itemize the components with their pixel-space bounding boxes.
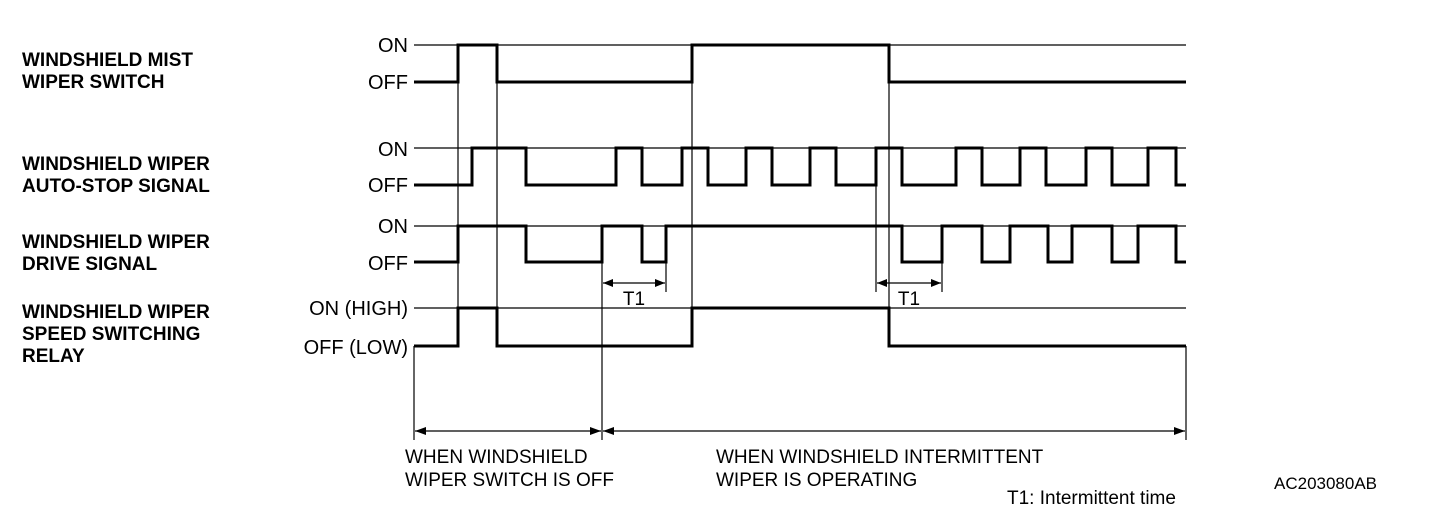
drive-signal-waveform xyxy=(414,224,1186,264)
phase-arrows xyxy=(415,427,1185,435)
relay-label-line3: RELAY xyxy=(22,346,85,367)
mist-switch-label-line1: WINDSHIELD MIST xyxy=(22,50,193,71)
relay-off-label: OFF (LOW) xyxy=(304,337,408,359)
t1-arrow-1-head-right xyxy=(655,279,665,287)
phase-1-arrow-head-left xyxy=(415,427,426,435)
t1-label-1: T1 xyxy=(623,289,645,310)
phase-2-arrow-head-left xyxy=(603,427,614,435)
t1-arrow-1: T1 xyxy=(603,279,665,310)
relay-label-line1: WINDSHIELD WIPER xyxy=(22,302,210,323)
waveforms xyxy=(414,43,1186,348)
drive-signal-off-label: OFF xyxy=(368,253,408,275)
auto-stop-waveform xyxy=(414,146,1186,187)
drive-signal-label-line1: WINDSHIELD WIPER xyxy=(22,232,210,253)
t1-legend: T1: Intermittent time xyxy=(1007,488,1176,509)
phase-2-arrow-head-right xyxy=(1174,427,1185,435)
t1-arrow-2: T1 xyxy=(877,279,941,310)
phase-2-caption-line2: WIPER IS OPERATING xyxy=(716,470,917,491)
t1-arrow-2-head-left xyxy=(877,279,887,287)
t1-label-2: T1 xyxy=(898,289,920,310)
relay-on-label: ON (HIGH) xyxy=(309,298,408,320)
drive-signal-on-label: ON xyxy=(378,216,408,238)
phase-1-caption-line1: WHEN WINDSHIELD xyxy=(405,447,588,468)
on-reference-lines xyxy=(414,44,1186,309)
drive-signal-label-line2: DRIVE SIGNAL xyxy=(22,254,158,275)
level-labels: ON OFF ON OFF ON OFF ON (HIGH) OFF (LOW) xyxy=(304,35,408,359)
auto-stop-label-line1: WINDSHIELD WIPER xyxy=(22,154,210,175)
phase-1-arrow-head-right xyxy=(590,427,601,435)
phase-1-caption-line2: WIPER SWITCH IS OFF xyxy=(405,470,614,491)
phase-captions: WHEN WINDSHIELD WIPER SWITCH IS OFF WHEN… xyxy=(405,447,1044,491)
t1-arrow-1-head-left xyxy=(603,279,613,287)
signal-labels: WINDSHIELD MIST WIPER SWITCH WINDSHIELD … xyxy=(22,50,210,367)
figure-id: AC203080AB xyxy=(1274,474,1377,493)
relay-waveform xyxy=(414,306,1186,348)
mist-switch-waveform xyxy=(414,43,1186,84)
phase-2-caption-line1: WHEN WINDSHIELD INTERMITTENT xyxy=(716,447,1044,468)
mist-switch-label-line2: WIPER SWITCH xyxy=(22,72,165,93)
mist-switch-on-label: ON xyxy=(378,35,408,57)
guide-lines xyxy=(413,45,1187,440)
auto-stop-on-label: ON xyxy=(378,139,408,161)
mist-switch-off-label: OFF xyxy=(368,72,408,94)
relay-label-line2: SPEED SWITCHING xyxy=(22,324,200,345)
auto-stop-off-label: OFF xyxy=(368,175,408,197)
auto-stop-label-line2: AUTO-STOP SIGNAL xyxy=(22,176,210,197)
t1-arrow-2-head-right xyxy=(931,279,941,287)
